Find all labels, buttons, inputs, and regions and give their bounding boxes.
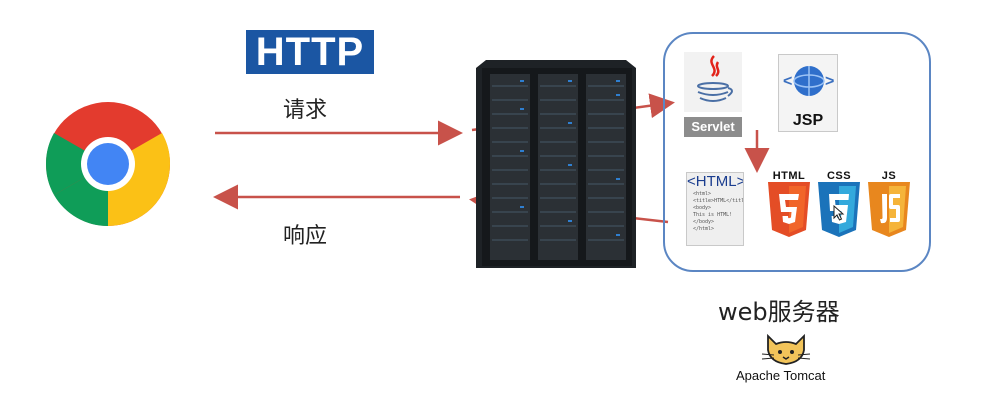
html-doc-line: <body>	[693, 205, 712, 211]
svg-text:<: <	[783, 73, 792, 90]
tomcat-cat-icon	[761, 333, 811, 365]
web-server-container	[663, 32, 931, 272]
html-doc-line: </html>	[693, 226, 715, 232]
server-rack-icon	[476, 60, 636, 268]
html-doc-title: <HTML>	[687, 173, 744, 190]
chrome-browser-icon	[45, 102, 171, 227]
js-shield-icon	[868, 182, 910, 237]
html-doc-line: <title>HTML</title>	[693, 198, 744, 204]
css3-shield-icon	[818, 182, 860, 237]
java-cup-icon	[684, 52, 742, 112]
html-doc-line: </body>	[693, 219, 715, 225]
js-component: JS	[866, 170, 912, 243]
css3-label: CSS	[826, 170, 852, 182]
html5-shield-icon	[768, 182, 810, 237]
response-label: 响应	[283, 224, 328, 249]
jsp-component: < > JSP	[778, 54, 838, 132]
web-server-label: web服务器	[718, 298, 840, 326]
request-label: 请求	[283, 98, 328, 123]
mouse-cursor-icon	[833, 205, 845, 221]
jsp-label: JSP	[792, 112, 824, 129]
servlet-label: Servlet	[684, 117, 742, 137]
jsp-globe-icon: < >	[783, 66, 834, 96]
html-doc-line: <html>	[693, 191, 712, 197]
html-doc-body: <html> <title>HTML</title> <body> This i…	[687, 191, 743, 233]
html5-component: HTML	[766, 170, 812, 243]
http-badge: HTTP	[246, 30, 374, 74]
css3-component: CSS	[816, 170, 862, 243]
html-doc-line: This is HTML!	[693, 212, 733, 218]
servlet-component: Servlet	[684, 52, 742, 137]
html5-label: HTML	[772, 170, 806, 182]
tomcat-label: Apache Tomcat	[736, 368, 826, 383]
svg-text:>: >	[825, 73, 834, 90]
html-document-component: <HTML> <html> <title>HTML</title> <body>…	[686, 172, 744, 246]
js-label: JS	[881, 170, 897, 182]
